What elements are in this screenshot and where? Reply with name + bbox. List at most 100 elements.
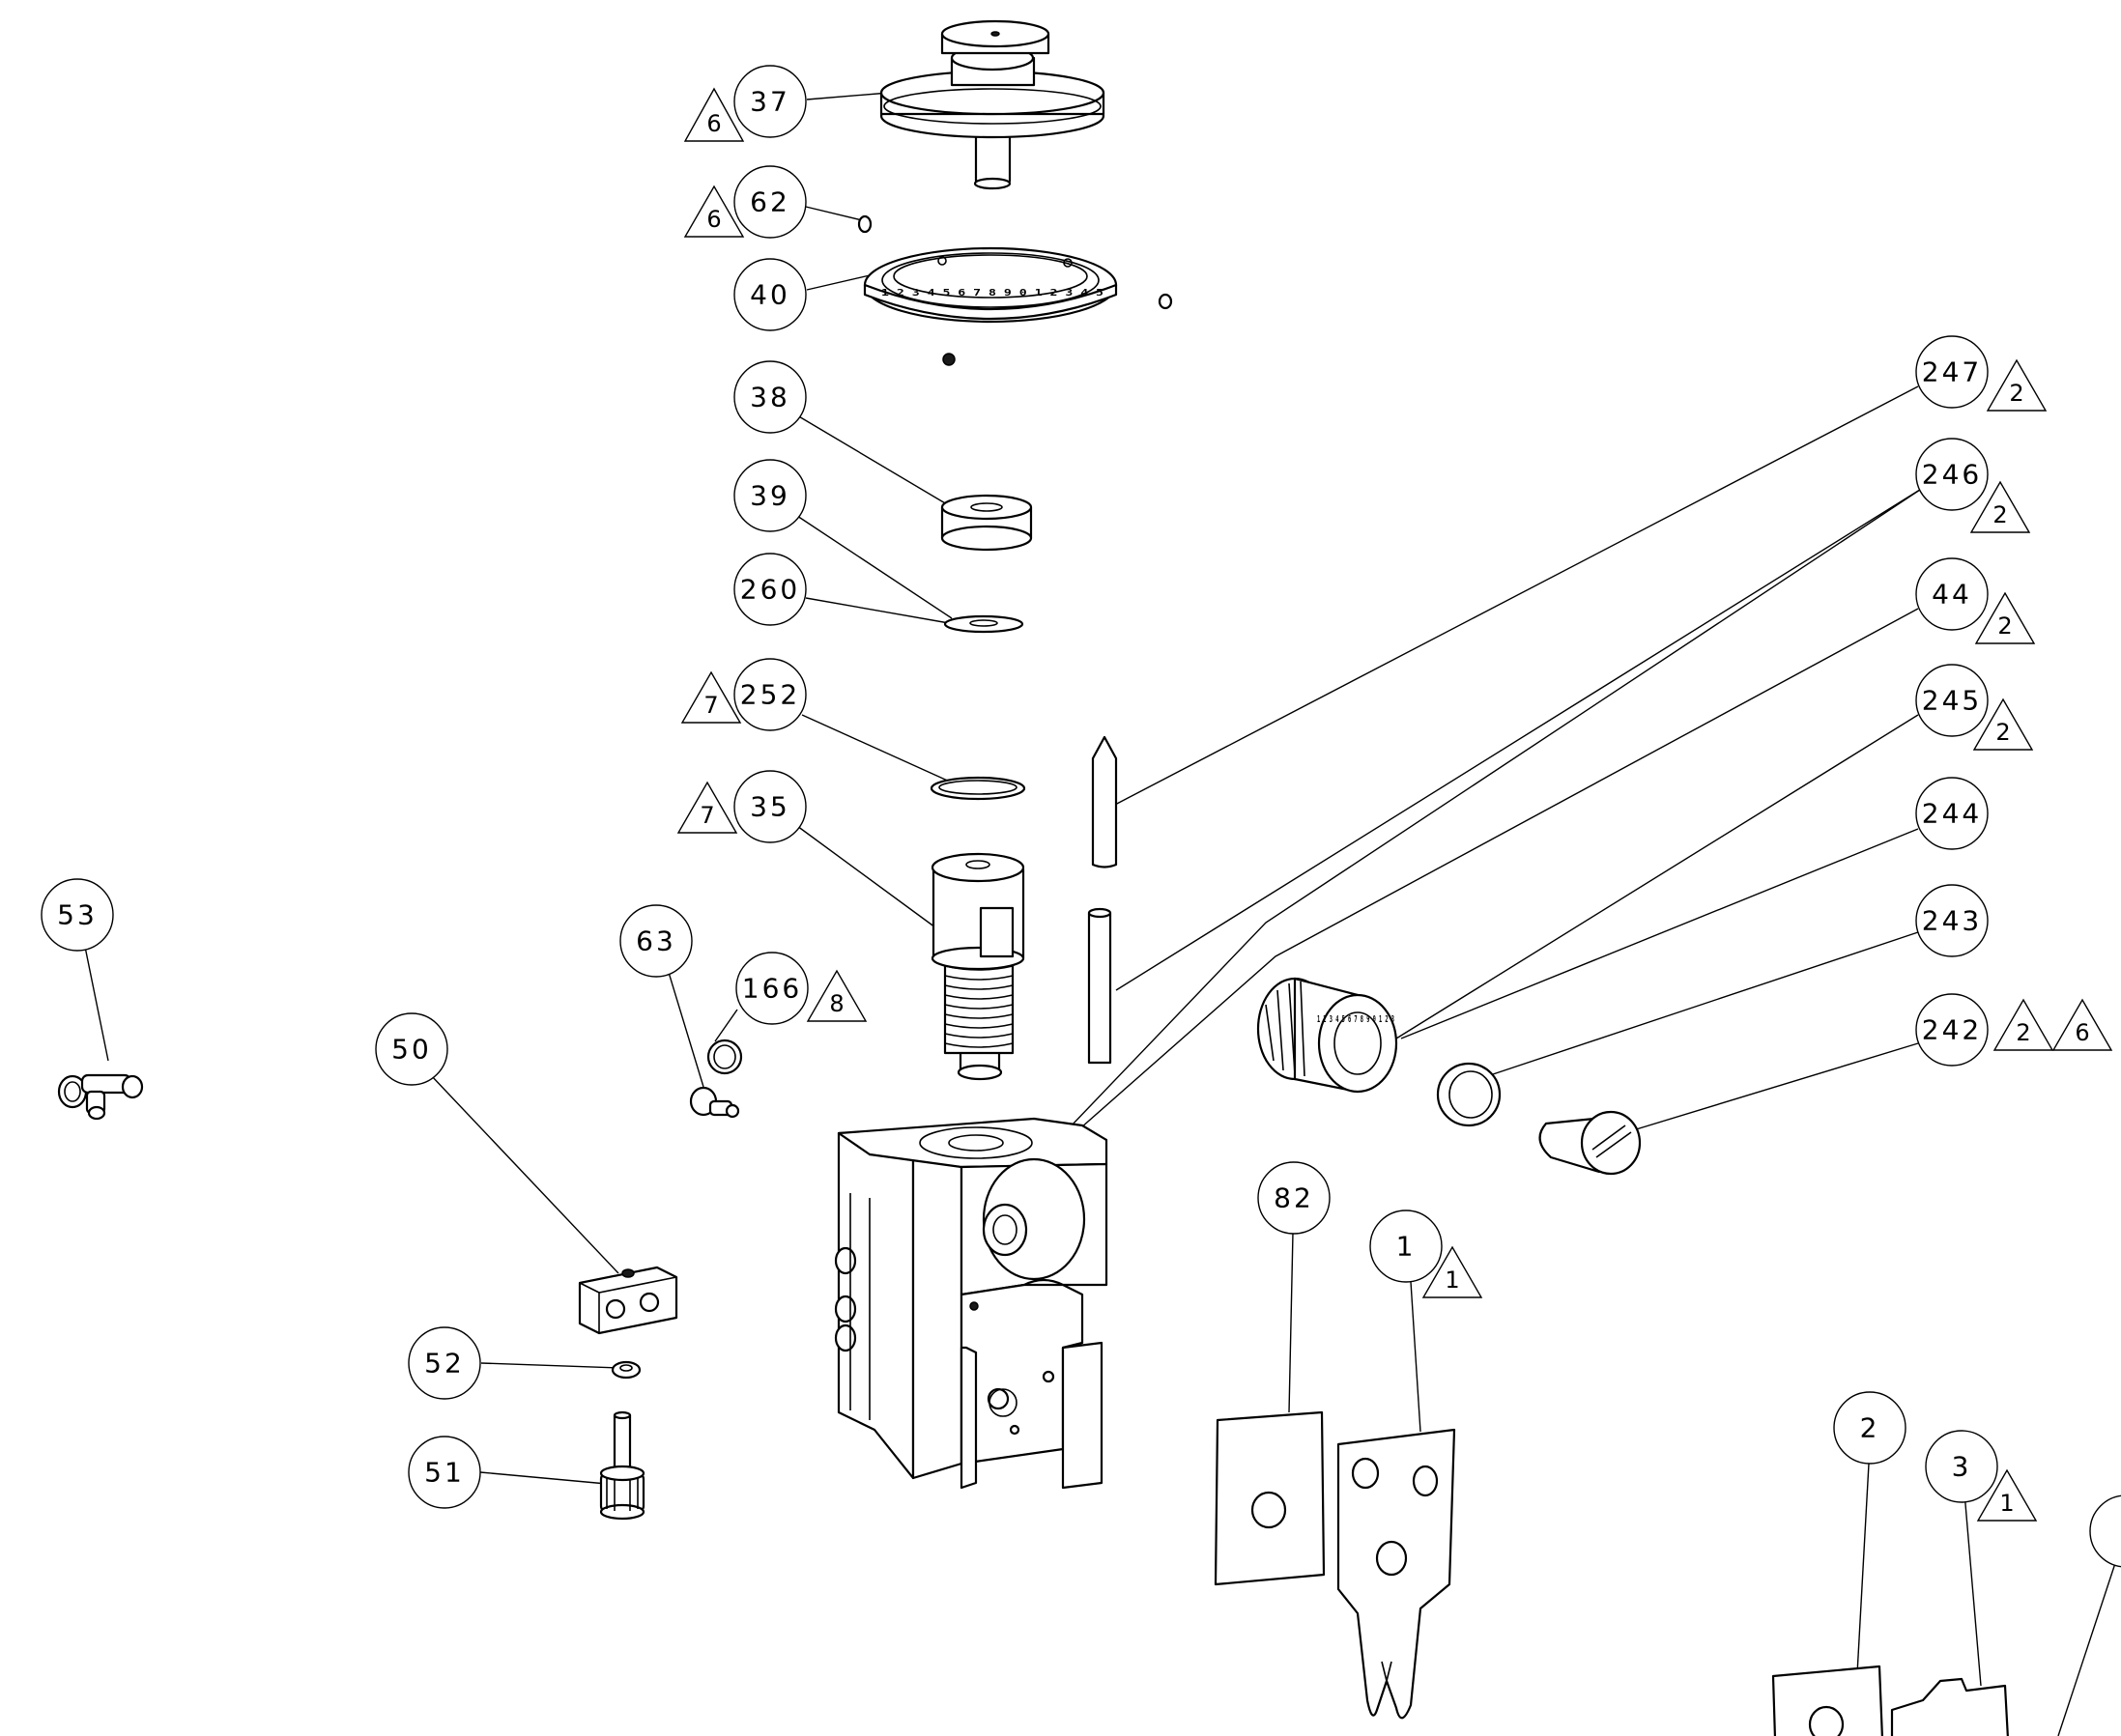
revision-flag-37-label: 6 <box>706 110 721 137</box>
dial-ring-scale: 1 2 3 4 5 6 7 8 9 0 1 2 3 4 5 <box>881 288 1103 299</box>
balloon-2-label: 2 <box>1860 1412 1880 1444</box>
balloon-51[interactable]: 51 <box>408 1436 481 1509</box>
balloon-50[interactable]: 50 <box>375 1012 448 1086</box>
leader-1 <box>1410 1281 1421 1433</box>
revision-flag-247-label: 2 <box>2009 380 2023 407</box>
balloon-38[interactable]: 38 <box>733 360 807 434</box>
washer-part-39-260 <box>943 614 1024 634</box>
leader-extra <box>2057 1545 2121 1736</box>
leader-260 <box>805 597 950 624</box>
revision-flag-245-label: 2 <box>1995 719 2010 746</box>
leader-166 <box>714 1009 738 1042</box>
bushing-part-38 <box>940 494 1033 552</box>
balloon-82-label: 82 <box>1274 1182 1314 1214</box>
balloon-260[interactable]: 260 <box>733 553 807 626</box>
balloon-82[interactable]: 82 <box>1257 1161 1331 1235</box>
balloon-39[interactable]: 39 <box>733 459 807 532</box>
leader-51 <box>479 1471 608 1485</box>
balloon-3[interactable]: 3 1 <box>1925 1430 2038 1522</box>
knurled-knob-part-244: 1 2 3 4 5 6 7 8 9 0 1 2 3 <box>1256 977 1398 1094</box>
leader-lines <box>84 92 2121 1736</box>
balloon-63[interactable]: 63 <box>619 904 693 978</box>
balloon-247[interactable]: 247 2 <box>1915 335 2048 412</box>
leader-62 <box>805 206 863 221</box>
balloon-62-label: 62 <box>750 186 790 218</box>
revision-flag-166: 8 <box>806 969 868 1022</box>
balloon-52[interactable]: 52 <box>408 1326 481 1400</box>
balloon-242-label: 242 <box>1922 1014 1982 1046</box>
revision-flag-166-label: 8 <box>829 990 844 1017</box>
balloon-166[interactable]: 166 8 <box>735 952 868 1025</box>
set-screw-part-62 <box>857 214 873 234</box>
balloon-35[interactable]: 35 7 <box>676 770 807 843</box>
revision-flag-62-label: 6 <box>706 206 721 233</box>
screw-part-63 <box>689 1086 740 1119</box>
revision-flag-44: 2 <box>1974 591 2036 644</box>
revision-flag-62: 6 <box>683 185 745 238</box>
leader-39 <box>793 513 953 619</box>
balloon-52-label: 52 <box>424 1348 465 1380</box>
leader-242 <box>1632 1042 1919 1131</box>
balloon-62[interactable]: 62 6 <box>683 165 807 239</box>
balloon-2[interactable]: 2 <box>1833 1391 1906 1465</box>
balloon-1-label: 1 <box>1396 1231 1417 1263</box>
balloon-3-label: 3 <box>1952 1451 1972 1483</box>
balloon-244[interactable]: 244 <box>1915 777 1989 850</box>
leader-53 <box>84 946 109 1062</box>
balloon-166-label: 166 <box>742 973 802 1005</box>
balloon-53[interactable]: 53 <box>41 878 114 952</box>
adjusting-screw-part-51 <box>599 1410 645 1521</box>
balloon-245[interactable]: 245 2 <box>1915 664 2034 751</box>
leader-245 <box>1395 714 1919 1039</box>
pulley-part-37 <box>879 19 1105 190</box>
leader-50 <box>429 1073 619 1274</box>
leader-252 <box>801 714 953 783</box>
balloon-38-label: 38 <box>750 382 790 413</box>
balloon-243[interactable]: 243 <box>1915 884 1989 957</box>
balloon-245-label: 245 <box>1922 685 1982 717</box>
balloon-246[interactable]: 246 2 <box>1915 438 2031 533</box>
o-ring-part-252 <box>930 776 1026 801</box>
balloon-44[interactable]: 44 2 <box>1915 557 2036 644</box>
balloon-51-label: 51 <box>424 1457 465 1489</box>
plate-part-82 <box>1214 1410 1326 1586</box>
leader-2 <box>1856 1463 1870 1675</box>
revision-flag-44-label: 2 <box>1997 612 2012 640</box>
fork-plate-part-1 <box>1336 1428 1456 1720</box>
balloon-1[interactable]: 1 1 <box>1369 1210 1483 1298</box>
revision-flag-242-a: 2 <box>1992 998 2054 1051</box>
balloon-50-label: 50 <box>391 1034 432 1066</box>
leader-52 <box>480 1362 619 1369</box>
balloon-244-label: 244 <box>1922 798 1982 830</box>
pin-part-247 <box>1091 735 1118 868</box>
balloon-partial-edge <box>2089 1494 2121 1568</box>
balloon-242[interactable]: 242 2 6 <box>1915 993 2113 1067</box>
revision-flag-242-b-label: 6 <box>2075 1019 2089 1046</box>
leader-244 <box>1400 828 1919 1039</box>
leader-82 <box>1288 1232 1294 1413</box>
balloon-39-label: 39 <box>750 480 790 512</box>
balloon-40[interactable]: 40 <box>733 258 807 331</box>
balloon-252[interactable]: 252 7 <box>680 658 807 731</box>
threaded-sleeve-part-35 <box>931 852 1025 1081</box>
balloon-37[interactable]: 37 6 <box>683 65 807 142</box>
plug-part-166 <box>706 1039 743 1075</box>
ring-part-243 <box>1436 1062 1502 1127</box>
revision-flag-242-a-label: 2 <box>2016 1019 2030 1046</box>
slotted-screw-part-242 <box>1538 1110 1642 1176</box>
leader-38 <box>796 414 958 511</box>
revision-flag-245: 2 <box>1972 697 2034 751</box>
leader-247 <box>1110 385 1919 808</box>
main-housing-body <box>834 1117 1108 1490</box>
plate-part-2 <box>1771 1665 1883 1736</box>
balloons: 37 6 62 6 40 38 39 <box>41 65 2121 1568</box>
leader-35 <box>796 825 936 928</box>
leader-246 <box>1047 487 1924 1151</box>
revision-flag-3-label: 1 <box>1999 1490 2014 1517</box>
revision-flag-37: 6 <box>683 87 745 142</box>
balloon-37-label: 37 <box>750 86 790 118</box>
revision-flag-35-label: 7 <box>700 802 714 829</box>
knob-scale: 1 2 3 4 5 6 7 8 9 0 1 2 3 <box>1317 1014 1394 1025</box>
screws-part-53 <box>57 1073 144 1121</box>
